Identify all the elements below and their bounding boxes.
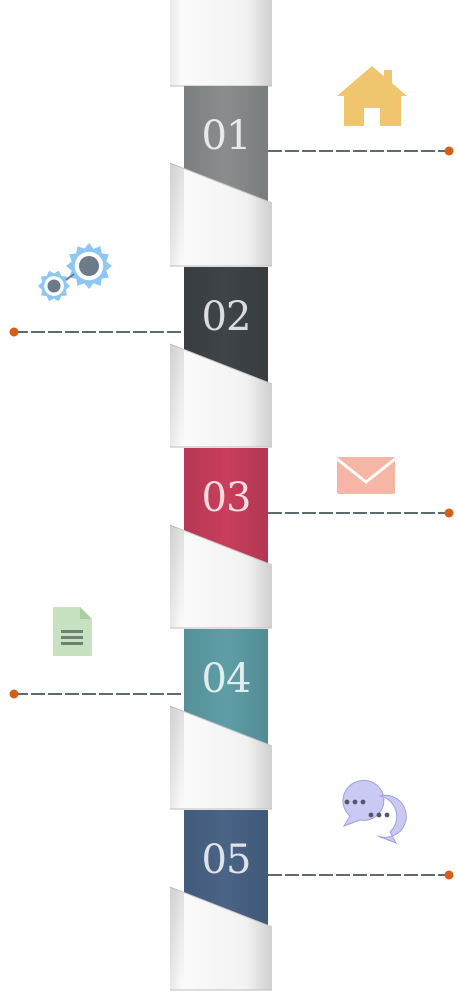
step-number: 02	[202, 294, 251, 340]
connector-dot	[444, 508, 454, 518]
step-tile	[184, 448, 268, 568]
step-tile	[184, 86, 268, 206]
step-tile	[184, 267, 268, 387]
timeline-step-01: 01	[169, 66, 454, 267]
step-number: 03	[202, 475, 251, 521]
envelope-icon	[336, 457, 396, 494]
timeline-step-02: 02	[9, 243, 273, 448]
step-number: 01	[202, 113, 251, 159]
document-icon	[53, 607, 92, 656]
ribbon-fold	[169, 524, 273, 629]
ribbon-fold	[169, 162, 273, 267]
step-number: 04	[202, 656, 251, 702]
connector-line	[9, 327, 184, 337]
ribbon-fold	[169, 886, 273, 991]
timeline-step-05: 05	[169, 779, 454, 991]
step-tile	[184, 629, 268, 749]
connector-dot	[444, 146, 454, 156]
connector-dot	[9, 689, 19, 699]
ribbon-top-segment	[170, 0, 272, 87]
timeline-step-04: 04	[9, 607, 273, 810]
connector-line	[9, 689, 184, 699]
home-icon	[337, 66, 407, 126]
chat-bubbles-icon	[342, 779, 407, 844]
gears-icon	[38, 243, 112, 302]
connector-line	[268, 870, 454, 880]
timeline-step-03: 03	[169, 448, 454, 629]
ribbon-fold	[169, 705, 273, 810]
step-tile	[184, 810, 268, 930]
connector-line	[268, 508, 454, 518]
connector-dot	[444, 870, 454, 880]
ribbon-fold	[169, 343, 273, 448]
step-number: 05	[202, 837, 251, 883]
connector-line	[268, 146, 454, 156]
connector-dot	[9, 327, 19, 337]
